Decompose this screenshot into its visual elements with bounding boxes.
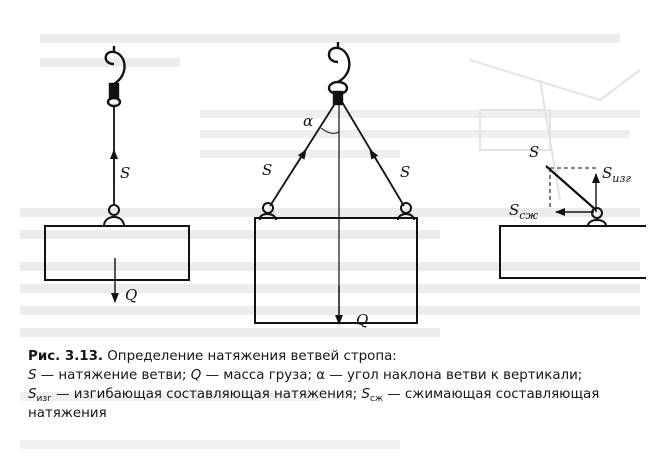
figure-single-branch: S Q — [44, 46, 190, 304]
caption-text: натяжения — [28, 406, 107, 421]
tension-arrow-center-right — [369, 149, 391, 183]
label-s-center-right: S — [400, 163, 410, 181]
caption-figure-number: Рис. 3.13. — [28, 349, 104, 364]
caption-line-4: натяжения — [28, 404, 648, 423]
caption-subscript: изг — [36, 394, 52, 404]
load-block-right — [499, 225, 646, 279]
figure-two-branch: α S S Q — [254, 42, 418, 329]
label-s-right: S — [529, 143, 539, 161]
bleed-through-text — [20, 34, 640, 449]
angle-arc — [320, 127, 340, 134]
hook-lower-right — [587, 207, 607, 227]
caption-symbol-s: S — [28, 387, 37, 402]
caption-symbol-alpha: α — [316, 368, 326, 383]
caption-text: — угол наклона ветви к вертикали; — [325, 368, 583, 383]
caption-symbol-s: S — [361, 387, 370, 402]
caption-text: — натяжение ветви; — [36, 368, 191, 383]
caption-text: — сжимающая составляющая — [383, 387, 600, 402]
label-q-center: Q — [356, 311, 368, 329]
crane-hook-center — [327, 42, 351, 106]
load-block-left — [44, 225, 190, 281]
label-alpha: α — [303, 112, 313, 130]
caption-text: — масса груза; — [201, 368, 317, 383]
parallelogram-lines — [549, 167, 598, 210]
load-block-center — [254, 217, 418, 324]
sling-tension-diagram: S Q α S — [44, 42, 646, 329]
caption-title-line: Рис. 3.13. Определение натяжения ветвей … — [28, 347, 648, 366]
label-s-left: S — [120, 164, 130, 182]
label-s-center-left: S — [262, 161, 272, 179]
caption-line-2: S — натяжение ветви; Q — масса груза; α … — [28, 366, 648, 385]
sling-branches-center — [269, 101, 405, 207]
hook-lower-left — [103, 204, 125, 227]
caption-symbol-q: Q — [190, 368, 202, 383]
caption-subscript: сж — [369, 394, 383, 404]
label-s-bend: Sизг — [602, 164, 631, 185]
caption-symbol-s: S — [28, 368, 37, 383]
label-s-comp: Sсж — [509, 201, 538, 222]
crane-hook-left — [104, 46, 126, 108]
tension-arrow-center-left — [284, 149, 307, 183]
sling-branch-right — [545, 165, 597, 211]
label-q-left: Q — [125, 286, 137, 304]
caption-line-3: Sизг — изгибающая составляющая натяжения… — [28, 385, 648, 404]
figure-caption: Рис. 3.13. Определение натяжения ветвей … — [28, 347, 648, 423]
caption-title-text: Определение натяжения ветвей стропа: — [103, 349, 397, 364]
figure-force-decomposition: S Sизг Sсж — [499, 143, 646, 279]
bleed-through-figure — [469, 59, 641, 201]
caption-text: — изгибающая составляющая натяжения; — [51, 387, 362, 402]
